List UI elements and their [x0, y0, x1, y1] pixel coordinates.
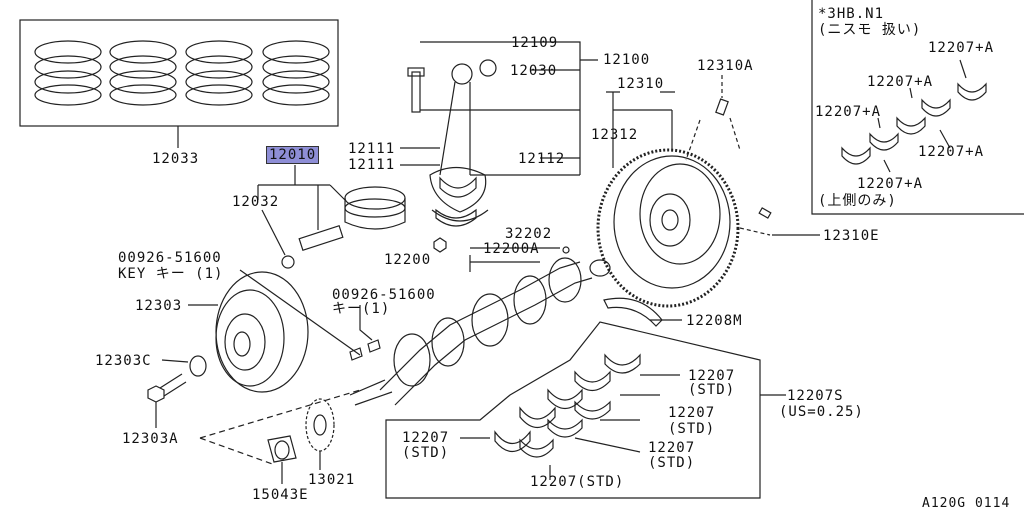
flywheel-bolt	[715, 98, 729, 116]
small-end-bushing	[479, 59, 497, 77]
label-12200a: 12200A	[483, 241, 540, 257]
inset-title: *3HB.N1	[818, 6, 885, 22]
label-12100: 12100	[603, 52, 651, 68]
woodruff-keys	[349, 339, 381, 361]
label-12310: 12310	[617, 76, 665, 92]
piston	[344, 186, 406, 230]
crank-pulley	[215, 271, 309, 393]
piston-ring-set-4	[262, 40, 330, 106]
label-32202: 32202	[505, 226, 553, 242]
inset-label-1: 12207+A	[928, 40, 995, 56]
label-12208m: 12208M	[686, 313, 743, 329]
rod-nut	[433, 237, 447, 253]
pulley-washer	[189, 355, 207, 377]
inset-bearings	[841, 82, 987, 165]
connecting-rod	[429, 63, 489, 222]
label-12207s: 12207S	[787, 388, 844, 404]
inset-subtitle: (ニスモ 扱い)	[818, 22, 922, 38]
thrust-washer	[603, 297, 663, 327]
label-00926-51600-key: 00926-51600	[118, 250, 222, 266]
label-std-3: (STD)	[648, 455, 696, 471]
nismo-inset-box	[811, 0, 1024, 215]
label-12310a: 12310A	[697, 58, 754, 74]
label-12109: 12109	[511, 35, 559, 51]
crankshaft	[349, 257, 593, 406]
label-key-note: KEY キー (1)	[118, 266, 224, 282]
inset-note: (上側のみ)	[818, 193, 897, 209]
rod-bearing-upper	[439, 176, 477, 198]
label-12032: 12032	[232, 194, 280, 210]
dowel-pin	[758, 207, 772, 219]
crank-nut	[267, 435, 297, 463]
label-12303c: 12303C	[95, 353, 152, 369]
label-12111-a: 12111	[348, 141, 396, 157]
label-12207-std: 12207(STD)	[530, 474, 625, 490]
label-std-1: (STD)	[688, 382, 736, 398]
label-00926-51600-b: 00926-51600	[332, 287, 436, 303]
pilot-bushing	[589, 259, 611, 277]
label-12207-3: 12207	[648, 440, 696, 456]
crank-sprocket	[305, 398, 335, 452]
piston-ring-set-1	[34, 40, 102, 106]
inset-label-4: 12207+A	[918, 144, 985, 160]
label-12030: 12030	[510, 63, 558, 79]
label-12010-highlighted[interactable]: 12010	[266, 146, 320, 164]
piston-ring-box	[19, 19, 339, 127]
label-12312: 12312	[591, 127, 639, 143]
inset-label-5: 12207+A	[857, 176, 924, 192]
piston-ring-set-2	[109, 40, 177, 106]
inset-label-3: 12207+A	[815, 104, 882, 120]
snap-ring	[281, 255, 295, 269]
main-bearings	[494, 353, 641, 458]
piston-pin	[298, 225, 344, 251]
figure-code: A120G 0114	[922, 496, 1011, 511]
label-12310e: 12310E	[823, 228, 880, 244]
rod-bolt	[407, 67, 425, 113]
inset-label-2: 12207+A	[867, 74, 934, 90]
label-12207-2: 12207	[668, 405, 716, 421]
label-key-note-b: キー(1)	[332, 301, 391, 317]
label-12112: 12112	[518, 151, 566, 167]
label-12200: 12200	[384, 252, 432, 268]
label-12303: 12303	[135, 298, 183, 314]
pulley-bolt	[147, 373, 187, 403]
label-15043e: 15043E	[252, 487, 309, 503]
label-12303a: 12303A	[122, 431, 179, 447]
label-12207-4: 12207	[402, 430, 450, 446]
main-bearing-box	[385, 321, 761, 499]
label-12111-b: 12111	[348, 157, 396, 173]
label-std-2: (STD)	[668, 421, 716, 437]
piston-ring-set-3	[185, 40, 253, 106]
flywheel	[596, 148, 740, 308]
label-std-4: (STD)	[402, 445, 450, 461]
label-12033: 12033	[152, 151, 200, 167]
label-13021: 13021	[308, 472, 356, 488]
rod-bearing-lower	[435, 208, 477, 227]
label-us-note: (US=0.25)	[779, 404, 864, 420]
label-12207-1: 12207	[688, 368, 736, 384]
